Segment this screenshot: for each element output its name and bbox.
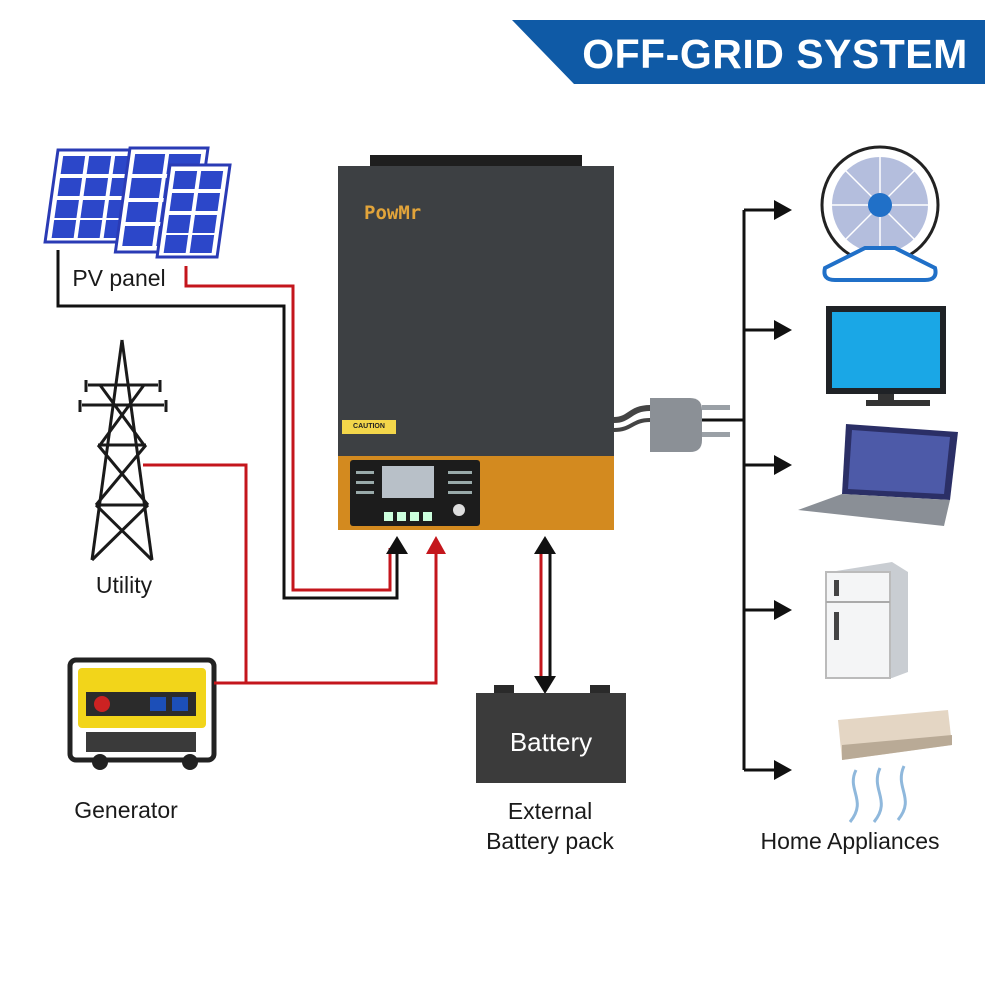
battery-caption-line1: External — [507, 798, 593, 824]
generator-icon — [67, 657, 217, 770]
battery-caption-line2: Battery pack — [486, 828, 614, 854]
laptop-icon — [798, 424, 958, 526]
wiring — [56, 208, 780, 772]
utility-tower-icon — [78, 339, 168, 562]
battery-box-label: Battery — [509, 727, 593, 757]
pv-panel-label: PV panel — [72, 265, 166, 291]
plug-icon — [613, 398, 730, 452]
arrowheads — [386, 200, 792, 780]
banner-title: OFF-GRID SYSTEM — [582, 31, 968, 77]
pv-panel-icon — [43, 146, 232, 259]
utility-label: Utility — [95, 572, 153, 598]
banner — [512, 20, 985, 84]
generator-label: Generator — [74, 797, 178, 823]
air-conditioner-icon — [838, 710, 952, 823]
home-appliances-label: Home Appliances — [760, 828, 940, 854]
refrigerator-icon — [825, 562, 908, 679]
caution-label: CAUTION — [342, 420, 396, 434]
inverter-brand-logo: PowMr — [364, 202, 422, 224]
tv-icon — [826, 306, 946, 406]
battery-icon — [476, 685, 626, 783]
inverter-unit — [338, 155, 614, 530]
fan-icon — [820, 145, 940, 282]
